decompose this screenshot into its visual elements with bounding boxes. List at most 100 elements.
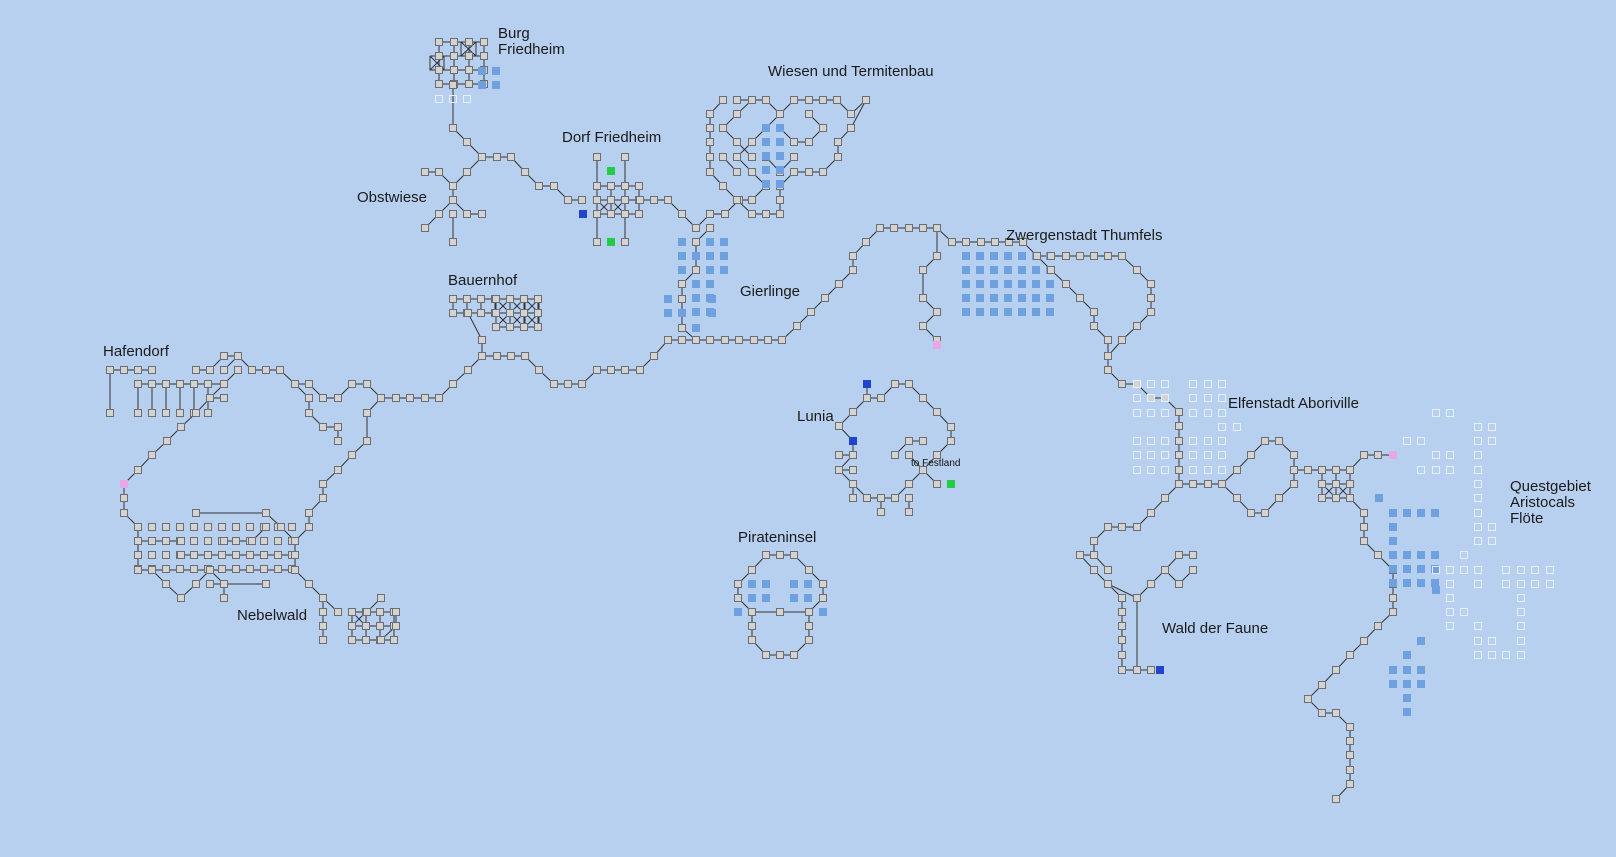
map-room[interactable] (1076, 252, 1084, 260)
map-room[interactable] (863, 394, 871, 402)
map-room[interactable] (750, 336, 758, 344)
map-room-ghost[interactable] (1161, 451, 1169, 459)
map-room[interactable] (1318, 480, 1326, 488)
map-room-ghost[interactable] (1161, 409, 1169, 417)
map-room[interactable] (877, 508, 885, 516)
map-room-blue[interactable] (962, 280, 970, 288)
map-room[interactable] (1118, 666, 1126, 674)
map-room[interactable] (721, 210, 729, 218)
map-room[interactable] (319, 622, 327, 630)
map-room[interactable] (790, 138, 798, 146)
map-room[interactable] (480, 52, 488, 60)
map-exit-blue[interactable] (863, 380, 871, 388)
map-room[interactable] (706, 110, 714, 118)
map-room[interactable] (162, 523, 170, 531)
map-room[interactable] (748, 622, 756, 630)
map-room-ghost[interactable] (1218, 466, 1226, 474)
map-room[interactable] (1360, 637, 1368, 645)
map-room[interactable] (463, 295, 471, 303)
map-room[interactable] (1005, 238, 1013, 246)
map-room-ghost[interactable] (1474, 580, 1482, 588)
map-room[interactable] (319, 636, 327, 644)
map-room-ghost[interactable] (1417, 466, 1425, 474)
map-room-ghost[interactable] (1432, 566, 1440, 574)
map-room-blue[interactable] (706, 252, 714, 260)
map-room[interactable] (1332, 709, 1340, 717)
map-room[interactable] (1346, 651, 1354, 659)
map-room-blue[interactable] (762, 580, 770, 588)
map-room[interactable] (719, 153, 727, 161)
map-room[interactable] (790, 651, 798, 659)
map-room-ghost[interactable] (1517, 637, 1525, 645)
map-room[interactable] (905, 494, 913, 502)
map-room[interactable] (1133, 594, 1141, 602)
map-room[interactable] (390, 636, 398, 644)
map-room[interactable] (162, 537, 170, 545)
map-room[interactable] (635, 182, 643, 190)
map-room[interactable] (248, 366, 256, 374)
map-room[interactable] (206, 566, 214, 574)
map-room[interactable] (1290, 480, 1298, 488)
map-room[interactable] (733, 96, 741, 104)
map-room-ghost[interactable] (1474, 622, 1482, 630)
map-exit-pink[interactable] (1389, 451, 1397, 459)
map-room[interactable] (450, 52, 458, 60)
map-room-ghost[interactable] (1446, 566, 1454, 574)
map-room[interactable] (835, 422, 843, 430)
map-room-ghost[interactable] (1474, 437, 1482, 445)
map-room[interactable] (1290, 451, 1298, 459)
map-room[interactable] (1104, 366, 1112, 374)
map-room[interactable] (319, 480, 327, 488)
map-room-ghost[interactable] (1460, 566, 1468, 574)
map-room[interactable] (692, 224, 700, 232)
map-room-blue[interactable] (1389, 509, 1397, 517)
map-room-ghost[interactable] (1133, 409, 1141, 417)
map-room[interactable] (435, 80, 443, 88)
map-room[interactable] (607, 210, 615, 218)
map-room[interactable] (392, 622, 400, 630)
map-room-ghost[interactable] (1147, 380, 1155, 388)
map-room[interactable] (120, 509, 128, 517)
map-room[interactable] (376, 608, 384, 616)
map-room[interactable] (748, 636, 756, 644)
map-room-ghost[interactable] (1517, 651, 1525, 659)
map-room[interactable] (905, 480, 913, 488)
map-room[interactable] (262, 580, 270, 588)
map-room-ghost[interactable] (1189, 437, 1197, 445)
map-room-blue[interactable] (962, 308, 970, 316)
map-room-blue[interactable] (990, 252, 998, 260)
map-room[interactable] (762, 551, 770, 559)
map-room[interactable] (564, 196, 572, 204)
map-room[interactable] (162, 580, 170, 588)
map-room-ghost[interactable] (1147, 466, 1155, 474)
map-room[interactable] (849, 480, 857, 488)
map-room[interactable] (291, 551, 299, 559)
map-room[interactable] (534, 323, 542, 331)
map-room[interactable] (464, 309, 472, 317)
map-room[interactable] (319, 423, 327, 431)
map-room-blue[interactable] (762, 138, 770, 146)
map-room-blue[interactable] (1032, 294, 1040, 302)
map-room-blue[interactable] (664, 309, 672, 317)
label-nebelwald[interactable]: Nebelwald (237, 607, 308, 624)
map-room[interactable] (1090, 322, 1098, 330)
map-room-blue[interactable] (1431, 551, 1439, 559)
map-room[interactable] (1275, 437, 1283, 445)
label-zwergenstadt[interactable]: Zwergenstadt Thumfels (1006, 227, 1163, 244)
map-room[interactable] (706, 153, 714, 161)
map-room[interactable] (274, 537, 282, 545)
map-room[interactable] (192, 509, 200, 517)
map-room[interactable] (220, 394, 228, 402)
map-room-ghost[interactable] (1446, 608, 1454, 616)
map-room-blue[interactable] (1389, 551, 1397, 559)
map-room-blue[interactable] (976, 294, 984, 302)
map-room[interactable] (177, 537, 185, 545)
map-room[interactable] (192, 366, 200, 374)
map-room[interactable] (163, 437, 171, 445)
map-room[interactable] (1332, 480, 1340, 488)
map-exit-blue[interactable] (1156, 666, 1164, 674)
map-room-blue[interactable] (1417, 509, 1425, 517)
map-room-ghost[interactable] (1460, 551, 1468, 559)
map-room[interactable] (1147, 666, 1155, 674)
map-room-blue[interactable] (990, 294, 998, 302)
